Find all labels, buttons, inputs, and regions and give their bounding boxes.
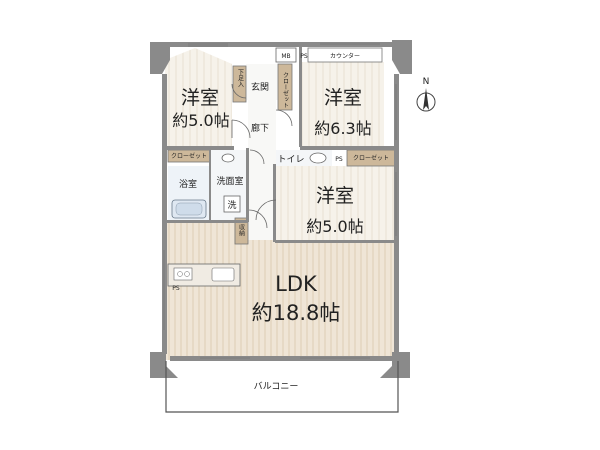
closet-ne-label: クローゼット bbox=[353, 154, 389, 162]
ldk-name: LDK bbox=[275, 272, 318, 296]
wall-corner-nw bbox=[150, 42, 170, 74]
stove bbox=[173, 267, 193, 281]
washer-label: 洗 bbox=[227, 199, 236, 211]
kitchen-sink bbox=[211, 267, 235, 282]
washroom-label: 洗面室 bbox=[216, 175, 243, 187]
wall-wet-east bbox=[246, 148, 249, 222]
entrance-label: 玄関 bbox=[251, 81, 269, 93]
counter-label: カウンター bbox=[330, 52, 360, 60]
mb-label: MB bbox=[281, 53, 290, 60]
wall-entrance-east bbox=[299, 47, 302, 147]
wall-corner-sw bbox=[150, 352, 178, 378]
western-room-nw-name: 洋室 bbox=[181, 87, 219, 109]
shoe-storage-label: 下足入 bbox=[237, 69, 244, 87]
western-room-nw-floor bbox=[165, 48, 232, 148]
wash-basin bbox=[221, 153, 235, 163]
storage-label: 収納 bbox=[238, 224, 245, 237]
closet-entrance bbox=[277, 63, 293, 111]
closet-nw-label: クローゼット bbox=[171, 152, 207, 160]
ps-label-toilet: PS bbox=[335, 156, 343, 163]
compass: N bbox=[416, 77, 436, 112]
washer-pan bbox=[223, 195, 241, 213]
ps-label-top: PS bbox=[300, 53, 308, 60]
bathroom-label: 浴室 bbox=[179, 178, 197, 190]
wall-mid-room-south bbox=[275, 240, 397, 243]
fixture-labels: クローゼット クローゼット クローゼット カウンター MB PS PS PS bbox=[171, 52, 389, 292]
wall-east bbox=[394, 74, 399, 354]
stove-burner-1 bbox=[177, 271, 183, 277]
shoe-storage bbox=[232, 65, 247, 103]
compass-north-label: N bbox=[423, 77, 430, 87]
ldk-size: 約18.8帖 bbox=[252, 301, 341, 325]
western-room-mid-size: 約5.0帖 bbox=[306, 217, 363, 236]
wall-north-nw bbox=[170, 42, 232, 47]
corridor-floor bbox=[248, 100, 276, 240]
doors bbox=[231, 83, 293, 229]
closet-entrance-label: クローゼット bbox=[282, 72, 289, 108]
wall-corner-se bbox=[380, 352, 410, 378]
wall-west bbox=[162, 74, 167, 354]
fixtures bbox=[167, 47, 327, 287]
balcony-label: バルコニー bbox=[254, 381, 299, 392]
counter bbox=[307, 47, 383, 63]
stove-burner-2 bbox=[184, 271, 190, 277]
wall-ne-room-south bbox=[300, 146, 396, 150]
closets bbox=[167, 47, 396, 245]
western-room-ne-name: 洋室 bbox=[324, 87, 362, 109]
western-room-ne-floor bbox=[302, 62, 384, 148]
toilet-bowl bbox=[309, 152, 327, 164]
windows bbox=[163, 43, 397, 359]
wall-ldk-north bbox=[166, 220, 248, 223]
wall-north-mid bbox=[232, 42, 276, 47]
corridor-label: 廊下 bbox=[251, 122, 269, 134]
wall-mid-room-west bbox=[273, 164, 276, 242]
room-labels: 洋室 約5.0帖 洋室 約6.3帖 洋室 約5.0帖 LDK 約18.8帖 玄関… bbox=[172, 69, 371, 392]
ldk-floor bbox=[166, 222, 398, 360]
storage bbox=[234, 217, 249, 245]
western-room-mid-name: 洋室 bbox=[316, 185, 354, 207]
wall-corner-ne bbox=[392, 40, 412, 74]
wall-bath-east bbox=[209, 150, 211, 222]
compass-needle-icon bbox=[423, 88, 429, 110]
western-room-mid-floor bbox=[275, 166, 395, 242]
walls bbox=[150, 40, 412, 378]
mb-box bbox=[275, 47, 297, 63]
toilet-label: トイレ bbox=[277, 155, 304, 165]
wall-north-ne bbox=[276, 42, 392, 47]
bathtub-inner bbox=[175, 202, 203, 216]
entrance-floor bbox=[246, 64, 278, 100]
balcony-rail bbox=[165, 361, 399, 413]
western-room-ne-size: 約6.3帖 bbox=[314, 119, 371, 138]
ps-label-kitchen: PS bbox=[172, 285, 180, 292]
wall-south bbox=[170, 356, 394, 361]
balcony-floor bbox=[166, 362, 398, 412]
wall-nw-room-south bbox=[166, 146, 234, 150]
western-room-nw-size: 約5.0帖 bbox=[172, 111, 229, 130]
